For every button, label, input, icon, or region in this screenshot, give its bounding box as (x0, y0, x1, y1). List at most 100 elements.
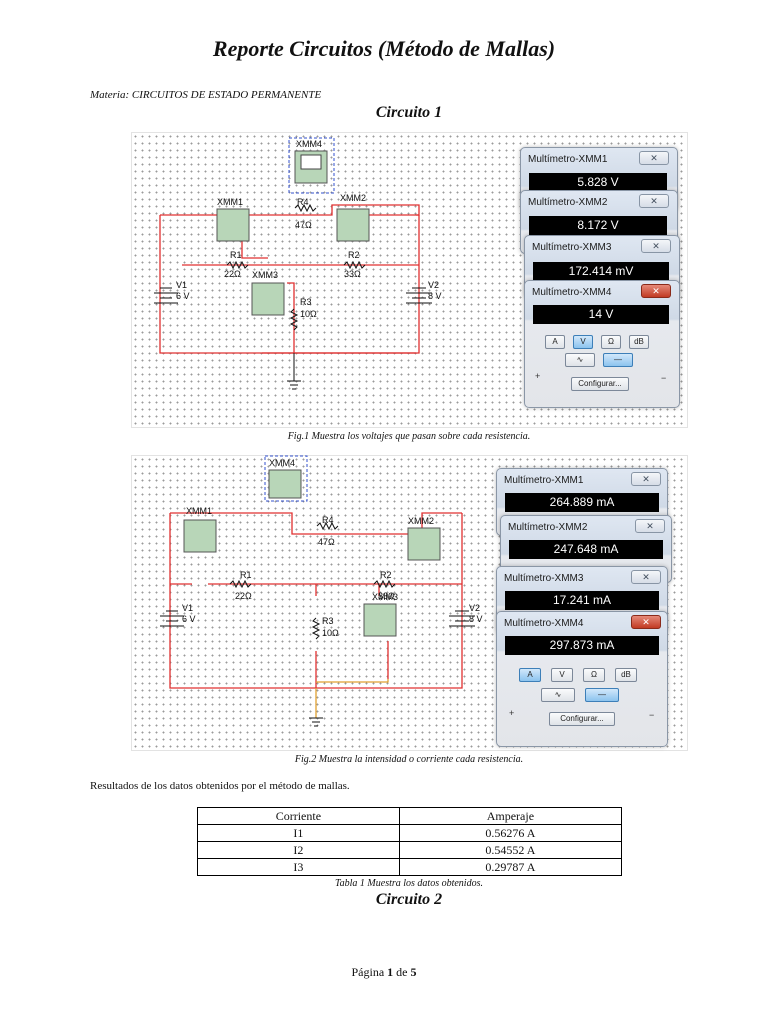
multimeter-title: Multímetro-XMM4 (532, 287, 612, 298)
volt-button[interactable]: V (573, 335, 593, 349)
close-icon[interactable]: ✕ (641, 284, 671, 298)
close-icon[interactable]: ✕ (641, 239, 671, 253)
xmm2-instrument-fig2 (407, 527, 441, 561)
table-row: I1 0.56276 A (197, 824, 623, 842)
circuit-schematic-fig2: XMM4 XMM1 XMM2 XMM3 R4 47Ω R1 22Ω R2 33Ω… (131, 455, 688, 751)
subject-line: Materia: CIRCUITOS DE ESTADO PERMANENTE (90, 89, 322, 101)
label-xmm3: XMM3 (372, 592, 398, 602)
label-v2: V2 (469, 603, 480, 613)
circuit-schematic-fig1: XMM4 XMM1 XMM2 XMM3 R4 47Ω R1 22Ω R2 33Ω… (131, 132, 688, 428)
label-r4-value: 47Ω (318, 537, 335, 547)
multimeter-reading: 264.889 mA (505, 493, 659, 512)
cell-amperage: 0.56276 A (398, 824, 623, 842)
ohm-button[interactable]: Ω (601, 335, 621, 349)
multimeter-title: Multímetro-XMM3 (532, 242, 612, 253)
label-xmm1: XMM1 (217, 197, 243, 207)
xmm1-instrument-fig1 (216, 208, 250, 242)
sine-wave-icon: ∿ (554, 690, 562, 699)
multimeter-title: Multímetro-XMM3 (504, 573, 584, 584)
ac-mode-button[interactable]: ∿ (541, 688, 575, 702)
label-r1: R1 (230, 250, 242, 260)
footer-prefix: Página (351, 965, 385, 979)
multimeter-reading: 297.873 mA (505, 636, 659, 655)
db-button[interactable]: dB (629, 335, 649, 349)
section-title-circuito-2: Circuito 2 (375, 891, 443, 908)
circuit-diagram-fig2: XMM4 XMM1 XMM2 XMM3 R4 47Ω R1 22Ω R2 33Ω… (160, 455, 483, 727)
page-title: Reporte Circuitos (Método de Mallas) (212, 36, 556, 61)
volt-button[interactable]: V (551, 668, 573, 682)
multimeter-title: Multímetro-XMM1 (504, 475, 584, 486)
label-r2-value: 33Ω (344, 269, 361, 279)
multimeter-reading: 8.172 V (529, 216, 667, 235)
cell-amperage: 0.29787 A (398, 858, 623, 876)
xmm4-instrument-fig1 (294, 150, 328, 184)
dc-line-icon: — (614, 355, 622, 364)
multimeter-window-xmm4[interactable]: Multímetro-XMM4 ✕ 297.873 mA A V Ω dB ∿ … (496, 611, 668, 747)
dc-mode-button[interactable]: — (585, 688, 619, 702)
label-r3: R3 (300, 297, 312, 307)
label-r4: R4 (322, 515, 334, 525)
label-xmm3: XMM3 (252, 270, 278, 280)
xmm2-instrument-fig1 (336, 208, 370, 242)
results-table: Corriente Amperaje I1 0.56276 A I2 0.545… (197, 807, 623, 876)
circuit-diagram-fig1: XMM4 XMM1 XMM2 XMM3 R4 47Ω R1 22Ω R2 33Ω… (154, 137, 442, 390)
multimeter-window-xmm4[interactable]: Multímetro-XMM4 ✕ 14 V A V Ω dB ∿ — + Co… (524, 280, 680, 408)
label-xmm4: XMM4 (269, 458, 295, 468)
multimeter-reading: 247.648 mA (509, 540, 663, 559)
negative-terminal-icon: − (649, 710, 655, 720)
ac-mode-button[interactable]: ∿ (565, 353, 595, 367)
configure-button[interactable]: Configurar... (571, 377, 629, 391)
close-icon[interactable]: ✕ (631, 615, 661, 629)
ohm-button[interactable]: Ω (583, 668, 605, 682)
multimeter-title: Multímetro-XMM1 (528, 154, 608, 165)
amp-button[interactable]: A (519, 668, 541, 682)
close-icon[interactable]: ✕ (631, 472, 661, 486)
label-r2-value: 33Ω (378, 591, 395, 601)
amp-button[interactable]: A (545, 335, 565, 349)
table-row: I2 0.54552 A (197, 841, 623, 859)
header-corriente: Corriente (197, 807, 400, 825)
label-v2-value: 8 V (428, 291, 442, 301)
close-icon[interactable]: ✕ (639, 194, 669, 208)
footer-current-page: 1 (387, 965, 394, 979)
label-r4-value: 47Ω (295, 220, 312, 230)
dc-mode-button[interactable]: — (603, 353, 633, 367)
multimeter-reading: 14 V (533, 305, 669, 324)
multimeter-reading: 17.241 mA (505, 591, 659, 610)
multimeter-reading: 172.414 mV (533, 262, 669, 281)
xmm4-instrument-fig2 (268, 469, 302, 499)
cell-amperage: 0.54552 A (398, 841, 623, 859)
cell-current: I1 (197, 824, 400, 842)
cell-current: I3 (197, 858, 400, 876)
configure-button[interactable]: Configurar... (549, 712, 615, 726)
table-caption: Tabla 1 Muestra los datos obtenidos. (335, 878, 483, 889)
dc-line-icon: — (598, 690, 606, 699)
label-v2: V2 (428, 280, 439, 290)
figure-1-caption: Fig.1 Muestra los voltajes que pasan sob… (287, 431, 531, 442)
xmm1-instrument-fig2 (183, 519, 217, 553)
close-icon[interactable]: ✕ (639, 151, 669, 165)
label-r2: R2 (348, 250, 360, 260)
xmm3-instrument-fig2 (363, 603, 397, 637)
close-icon[interactable]: ✕ (635, 519, 665, 533)
page-footer: Página 1 de 5 (0, 965, 768, 980)
section-title-circuito-1: Circuito 1 (375, 104, 443, 121)
close-icon[interactable]: ✕ (631, 570, 661, 584)
header-amperaje: Amperaje (398, 807, 623, 825)
table-header-row: Corriente Amperaje (197, 807, 623, 825)
table-row: I3 0.29787 A (197, 858, 623, 876)
label-v1: V1 (182, 603, 193, 613)
label-xmm2: XMM2 (340, 193, 366, 203)
results-description: Resultados de los datos obtenidos por el… (90, 780, 350, 792)
label-v1: V1 (176, 280, 187, 290)
label-r3-value: 10Ω (322, 628, 339, 638)
label-xmm4: XMM4 (296, 139, 322, 149)
db-button[interactable]: dB (615, 668, 637, 682)
label-r1: R1 (240, 570, 252, 580)
figure-2-caption: Fig.2 Muestra la intensidad o corriente … (294, 754, 524, 765)
label-r3: R3 (322, 616, 334, 626)
negative-terminal-icon: − (661, 373, 667, 383)
label-v1-value: 6 V (176, 291, 190, 301)
label-r2: R2 (380, 570, 392, 580)
label-r1-value: 22Ω (224, 269, 241, 279)
